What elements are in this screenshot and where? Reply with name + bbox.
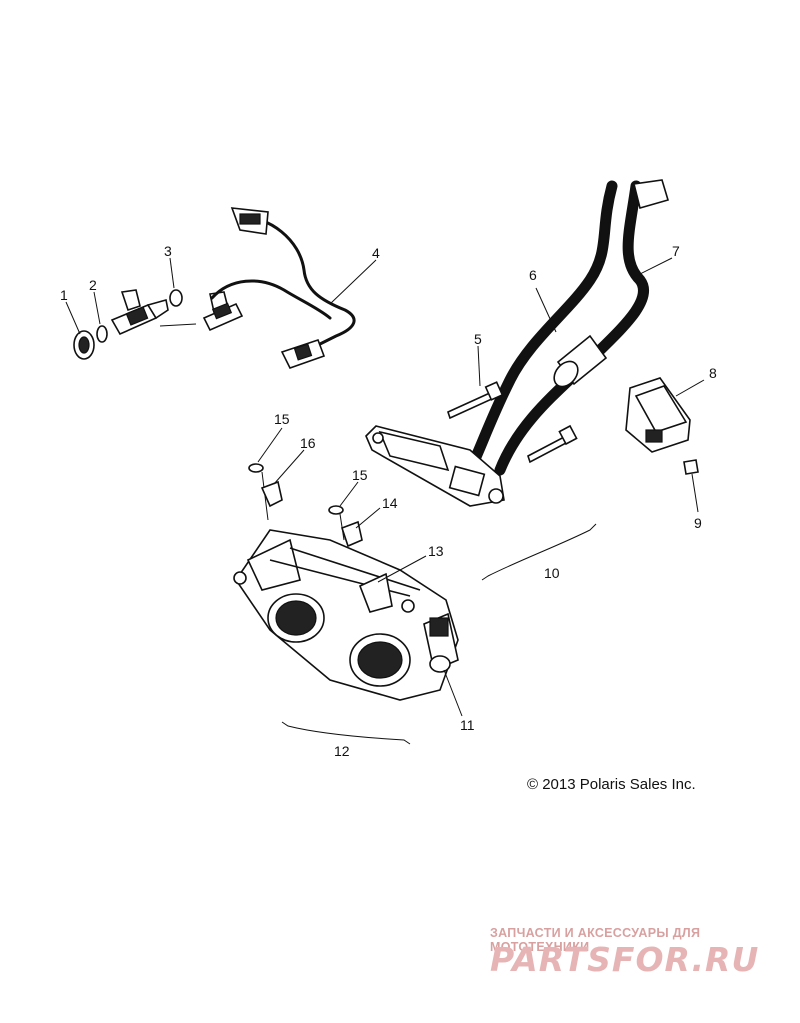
part-8-sensor — [625, 377, 691, 453]
callout-4: 4 — [372, 245, 380, 261]
part-9-screw — [683, 459, 699, 475]
callout-9: 9 — [694, 515, 702, 531]
part-2-o-ring — [96, 325, 108, 343]
copyright-notice: © 2013 Polaris Sales Inc. — [527, 776, 696, 793]
callout-15-left: 15 — [274, 411, 290, 427]
watermark-logo: PARTSFOR.RU — [490, 940, 760, 979]
leader-lines — [65, 257, 705, 717]
callout-labels: 1 2 3 4 5 6 7 8 9 10 11 12 13 14 15 15 1… — [60, 243, 717, 759]
rail-bolt — [527, 424, 578, 464]
callout-7: 7 — [672, 243, 680, 259]
fuel-injector-right — [202, 291, 244, 332]
callout-3: 3 — [164, 243, 172, 259]
bracket-10 — [481, 523, 597, 581]
callout-6: 6 — [529, 267, 537, 283]
hose-quick-connect — [553, 334, 608, 388]
part-13-throttle-linkage — [358, 572, 393, 613]
fuel-injector-left — [110, 289, 169, 336]
part-6-fuel-hose — [464, 180, 618, 476]
callout-16: 16 — [300, 435, 316, 451]
callout-13: 13 — [428, 543, 444, 559]
part-5-bolt — [447, 381, 504, 420]
part-4-injector-harness — [210, 207, 356, 369]
part-14-clamp — [340, 520, 363, 548]
part-3-o-ring — [169, 289, 183, 307]
watermark-tagline: ЗАПЧАСТИ И АКСЕССУАРЫ ДЛЯ МОТОТЕХНИКИ — [490, 926, 701, 954]
part-1-seal — [73, 330, 95, 360]
callout-14: 14 — [382, 495, 398, 511]
part-16-clamp — [260, 480, 283, 508]
part-15-screw-b — [328, 505, 345, 541]
callout-1: 1 — [60, 287, 68, 303]
callout-2: 2 — [89, 277, 97, 293]
part-10-fuel-rail — [365, 425, 505, 507]
callout-12: 12 — [334, 743, 350, 759]
part-12-throttle-body — [233, 529, 459, 701]
callout-15-right: 15 — [352, 467, 368, 483]
callout-10: 10 — [544, 565, 560, 581]
part-7-fuel-hose — [494, 179, 669, 476]
bracket-12 — [281, 721, 411, 745]
callout-5: 5 — [474, 331, 482, 347]
callout-11: 11 — [460, 717, 475, 733]
part-11-tps — [423, 612, 459, 673]
callout-8: 8 — [709, 365, 717, 381]
